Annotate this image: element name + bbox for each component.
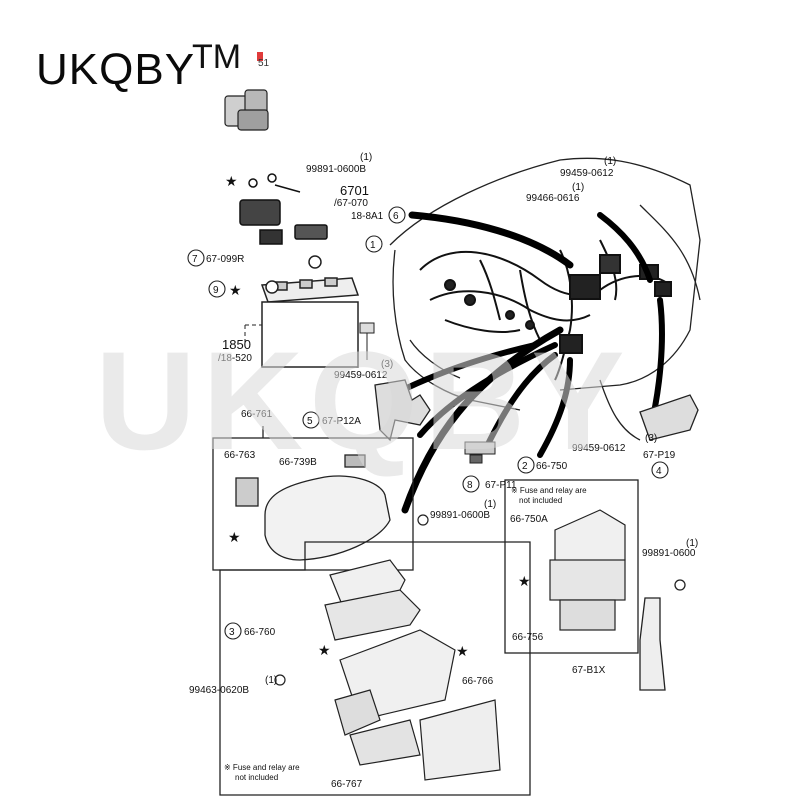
label-66-763: 66-763 (224, 450, 256, 461)
callout-3: 3 (229, 627, 235, 638)
corner-code: 51 (258, 58, 270, 69)
battery-terminals (239, 173, 328, 245)
label-q-top-1: (1) (360, 152, 372, 163)
label-99891-0600b-mid: 99891-0600B (430, 510, 490, 521)
label-66-761: 66-761 (241, 409, 273, 420)
label-67-b1x: 67-B1X (572, 665, 606, 676)
star-markers: ★ ★ ★ ★ ★ ★ (225, 173, 531, 659)
red-tag-marker (257, 52, 263, 61)
label-67-p12a: 67-P12A (322, 416, 361, 427)
fuse-block-panel (219, 541, 531, 796)
label-99459-0612-b: 99459-0612 (572, 443, 626, 454)
car-body-outline (389, 157, 701, 441)
label-66-750a: 66-750A (510, 514, 548, 525)
label-18-520: /18-520 (218, 353, 252, 364)
label-67-099r: 67-099R (206, 254, 244, 265)
label-67-p11: 67-P11 (485, 480, 517, 491)
star-icon: ★ (518, 573, 531, 589)
label-67-p19: 67-P19 (643, 450, 676, 461)
star-icon: ★ (318, 642, 331, 658)
label-99466-0616: 99466-0616 (526, 193, 580, 204)
callout-2: 2 (522, 461, 528, 472)
callout-8: 8 (467, 480, 473, 491)
label-q-a: (3) (381, 359, 393, 370)
callout-6: 6 (393, 211, 399, 222)
label-99891-0600b-top: 99891-0600B (306, 164, 366, 175)
callout-circles (187, 206, 669, 640)
bolt-battery (359, 322, 375, 360)
label-q-0620b: (1) (265, 675, 277, 686)
label-66-760: 66-760 (244, 627, 276, 638)
relay-block-panel (504, 479, 639, 654)
note-fuse-right-2: not included (519, 496, 562, 505)
label-q-mid: (1) (484, 499, 496, 510)
callout-7: 7 (192, 254, 198, 265)
label-66-766: 66-766 (462, 676, 494, 687)
star-icon: ★ (229, 282, 242, 298)
label-1850: 1850 (222, 337, 251, 352)
label-99459-0612-a: 99459-0612 (334, 370, 388, 381)
label-66-756: 66-756 (512, 632, 544, 643)
label-q-top-right: (1) (604, 156, 616, 167)
thumbnail-relay-part (224, 89, 269, 131)
label-q-99466: (1) (572, 182, 584, 193)
label-99459-0612-top: 99459-0612 (560, 168, 614, 179)
connector-67-p11 (464, 441, 496, 464)
star-icon: ★ (228, 529, 241, 545)
trademark-mark: TM (192, 38, 242, 76)
star-icon: ★ (456, 643, 469, 659)
callout-5: 5 (307, 416, 313, 427)
brand-logo-text: UKQBY (36, 45, 196, 94)
note-fuse-bottom-2: not included (235, 773, 278, 782)
fuse-block-assembly (274, 514, 501, 781)
label-66-739b: 66-739B (279, 457, 317, 468)
callout-1: 1 (370, 240, 376, 251)
fuse-box-cover-panel (212, 426, 414, 571)
relay-block (549, 509, 626, 631)
star-icon: ★ (225, 173, 238, 189)
bracket-67-b1x (639, 579, 686, 691)
label-99891-0600: 99891-0600 (642, 548, 696, 559)
note-fuse-right-1: ※ Fuse and relay are (511, 486, 587, 495)
label-18-8a1: 18-8A1 (351, 211, 384, 222)
bracket-67-p12a (374, 379, 431, 442)
label-q-0600: (1) (686, 538, 698, 549)
label-67-070: /67-070 (334, 198, 368, 209)
label-q-b: (3) (645, 433, 657, 444)
battery (260, 255, 360, 368)
callout-9: 9 (213, 285, 219, 296)
label-99463-0620b: 99463-0620B (189, 685, 249, 696)
label-66-767: 66-767 (331, 779, 363, 790)
note-fuse-bottom-1: ※ Fuse and relay are (224, 763, 300, 772)
label-6701: 6701 (340, 183, 369, 198)
callout-4: 4 (656, 466, 662, 477)
connector-67-p19 (639, 394, 699, 441)
label-66-750: 66-750 (536, 461, 568, 472)
fuse-box-cover (235, 454, 391, 561)
